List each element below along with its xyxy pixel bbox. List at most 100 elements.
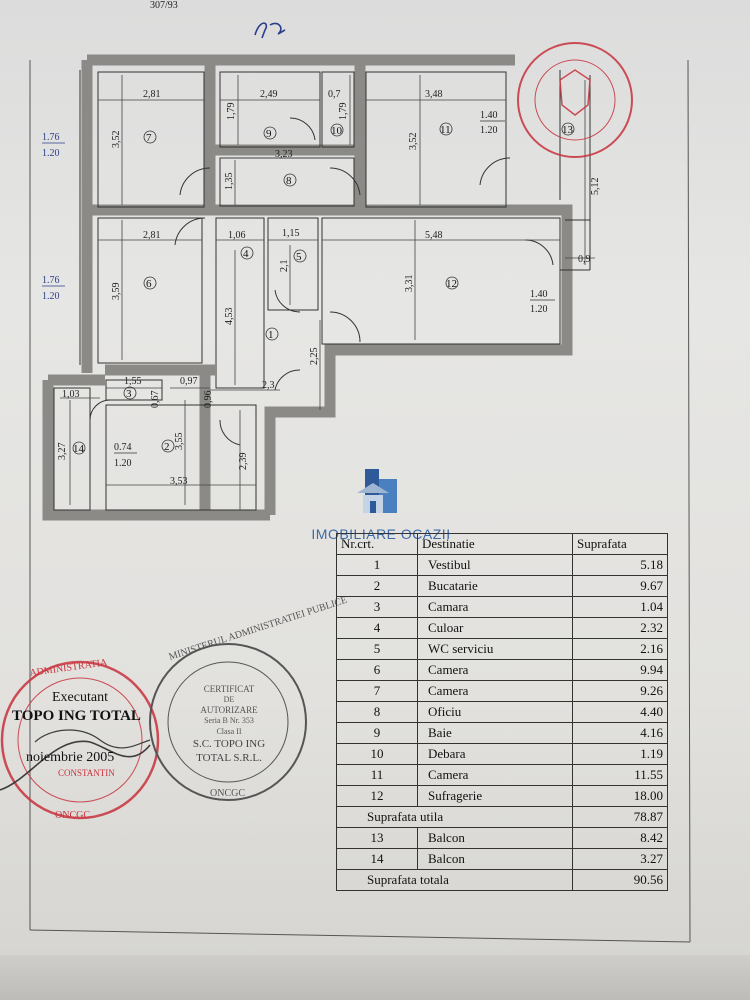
svg-text:1,03: 1,03 bbox=[62, 389, 80, 400]
inner-lines bbox=[53, 70, 591, 511]
svg-text:1,55: 1,55 bbox=[124, 376, 142, 387]
svg-text:2,25: 2,25 bbox=[309, 348, 320, 366]
row-dest: Camera bbox=[417, 680, 573, 702]
svg-text:2,39: 2,39 bbox=[238, 453, 249, 471]
certificate-stamp bbox=[149, 643, 307, 801]
cert-line-1: CERTIFICAT bbox=[203, 684, 255, 694]
executant-company: TOPO ING TOTAL bbox=[12, 708, 141, 724]
row-dest: Culoar bbox=[417, 617, 573, 639]
executant-date: noiembrie 2005 bbox=[26, 750, 115, 765]
svg-text:1,35: 1,35 bbox=[224, 173, 235, 191]
header-suprafata: Suprafata bbox=[572, 533, 668, 555]
row-nr: 2 bbox=[336, 575, 418, 597]
row-val: 9.94 bbox=[572, 659, 668, 681]
svg-text:12: 12 bbox=[446, 278, 457, 290]
svg-text:0,9: 0,9 bbox=[578, 254, 591, 265]
svg-text:0,96: 0,96 bbox=[203, 391, 214, 409]
svg-text:3,53: 3,53 bbox=[170, 476, 188, 487]
svg-text:3,23: 3,23 bbox=[275, 149, 293, 160]
row-nr: 4 bbox=[336, 617, 418, 639]
svg-text:5: 5 bbox=[296, 251, 302, 263]
utila-value: 78.87 bbox=[572, 806, 668, 828]
svg-text:1.20: 1.20 bbox=[42, 291, 60, 302]
row-nr: 1 bbox=[336, 554, 418, 576]
window-labels-blue: 1.76 1.20 1.76 1.20 bbox=[42, 132, 65, 302]
svg-text:3,55: 3,55 bbox=[174, 433, 185, 451]
executant-ring-bottom: ONCGC bbox=[55, 810, 90, 821]
room-marker-10: 10 bbox=[330, 123, 344, 137]
page-border-bottom bbox=[29, 929, 691, 943]
cert-line-4: Seria B Nr. 353 bbox=[204, 716, 254, 725]
svg-text:1,15: 1,15 bbox=[282, 228, 300, 239]
executant-ring-text: ADMINISTRATIA bbox=[29, 657, 109, 679]
svg-text:0,7: 0,7 bbox=[328, 89, 341, 100]
svg-text:3,31: 3,31 bbox=[404, 275, 415, 293]
cert-line-6: S.C. TOPO ING bbox=[192, 738, 266, 750]
row-nr: 11 bbox=[336, 764, 418, 786]
row-val: 4.16 bbox=[572, 722, 668, 744]
executant-label: Executant bbox=[52, 690, 108, 705]
room-marker-6: 6 bbox=[143, 276, 157, 290]
room-markers: 7 9 10 11 13 8 4 5 6 12 1 3 2 14 bbox=[72, 122, 575, 455]
row-nr: 7 bbox=[336, 680, 418, 702]
svg-text:2,1: 2,1 bbox=[279, 260, 290, 273]
page-border-right bbox=[687, 59, 691, 943]
svg-text:9: 9 bbox=[266, 128, 272, 140]
row-dest: Baie bbox=[417, 722, 573, 744]
row-nr: 9 bbox=[336, 722, 418, 744]
table-row-total-useful: Suprafata utila 78.87 bbox=[336, 806, 668, 828]
outer-walls bbox=[42, 54, 573, 521]
row-val: 5.18 bbox=[572, 554, 668, 576]
svg-text:4,53: 4,53 bbox=[224, 308, 235, 326]
room-marker-8: 8 bbox=[283, 173, 297, 187]
totala-label: Suprafata totala bbox=[336, 869, 573, 891]
room-marker-4: 4 bbox=[240, 246, 254, 260]
row-val: 11.55 bbox=[572, 764, 668, 786]
row-dest: Balcon bbox=[417, 848, 573, 870]
header-destinatie: Destinatie bbox=[417, 533, 573, 555]
cert-line-3: AUTORIZARE bbox=[200, 705, 258, 715]
svg-text:3: 3 bbox=[126, 388, 132, 400]
svg-text:10: 10 bbox=[331, 125, 343, 137]
page-shadow bbox=[0, 955, 750, 1000]
svg-text:2,49: 2,49 bbox=[260, 89, 278, 100]
svg-text:2,3: 2,3 bbox=[262, 380, 275, 391]
row-dest: Debara bbox=[417, 743, 573, 765]
room-marker-14: 14 bbox=[72, 441, 86, 455]
row-val: 2.16 bbox=[572, 638, 668, 660]
row-nr: 10 bbox=[336, 743, 418, 765]
room-marker-3: 3 bbox=[123, 386, 137, 400]
totala-value: 90.56 bbox=[572, 869, 668, 891]
svg-text:0.74: 0.74 bbox=[114, 442, 132, 453]
building-logo-icon bbox=[357, 469, 397, 513]
svg-text:8: 8 bbox=[286, 175, 292, 187]
svg-text:1,79: 1,79 bbox=[226, 103, 237, 121]
cert-line-7: TOTAL S.R.L. bbox=[196, 752, 262, 764]
cadastre-stamp bbox=[517, 42, 633, 158]
row-dest: Camera bbox=[417, 659, 573, 681]
executant-stamp bbox=[0, 660, 160, 820]
svg-text:2,81: 2,81 bbox=[143, 230, 161, 241]
svg-text:2: 2 bbox=[164, 441, 170, 453]
row-dest: Vestibul bbox=[417, 554, 573, 576]
room-marker-2: 2 bbox=[161, 439, 175, 453]
svg-text:3,27: 3,27 bbox=[57, 443, 68, 461]
svg-text:1.20: 1.20 bbox=[42, 148, 60, 159]
dimension-labels: 2,81 2,49 0,7 3,48 3,52 1,79 1,79 3,52 3… bbox=[57, 89, 601, 487]
utila-label: Suprafata utila bbox=[336, 806, 573, 828]
row-val: 2.32 bbox=[572, 617, 668, 639]
svg-text:1.20: 1.20 bbox=[530, 304, 548, 315]
svg-text:5,12: 5,12 bbox=[590, 178, 601, 196]
cert-ring-top: MINISTERUL ADMINISTRATIEI PUBLICE bbox=[168, 595, 349, 663]
table-header-row: Nr.crt. Destinatie Suprafata bbox=[336, 533, 668, 555]
row-nr: 6 bbox=[336, 659, 418, 681]
row-val: 1.19 bbox=[572, 743, 668, 765]
svg-text:1,06: 1,06 bbox=[228, 230, 246, 241]
